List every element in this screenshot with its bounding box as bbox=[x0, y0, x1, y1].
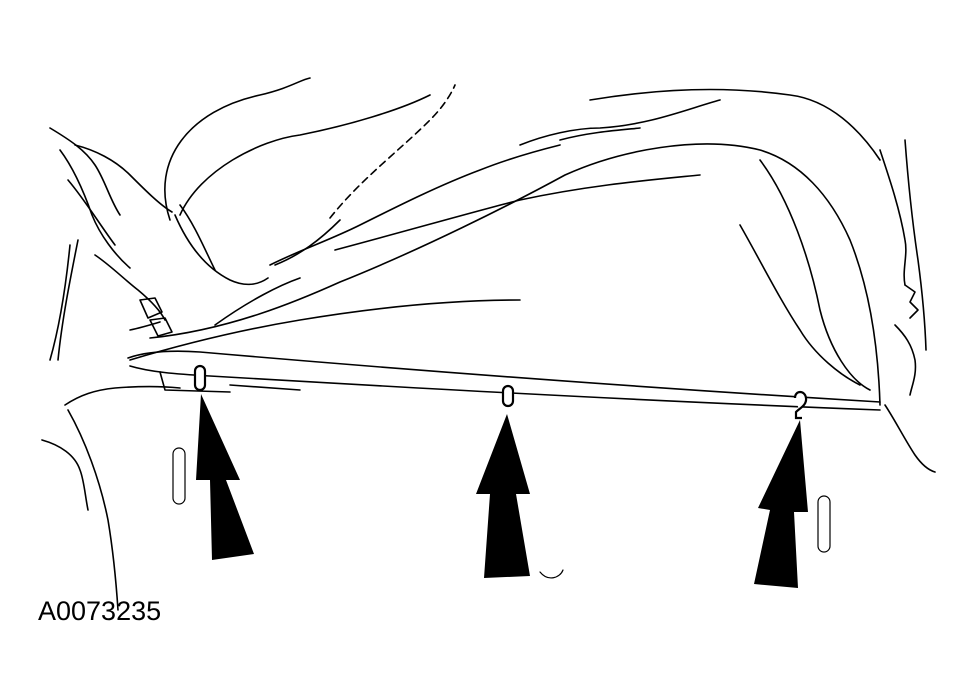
left-hinge bbox=[49, 127, 173, 337]
arrow-up-icon bbox=[754, 420, 808, 588]
figure-reference-code: A0073235 bbox=[38, 596, 162, 626]
clip-center bbox=[501, 384, 515, 408]
clip-right bbox=[793, 390, 808, 420]
arrow-up-icon bbox=[476, 414, 530, 578]
clip-left bbox=[193, 364, 207, 392]
trim-molding bbox=[127, 350, 881, 411]
seat-cushion bbox=[164, 77, 561, 286]
arrow-up-icon bbox=[196, 394, 254, 560]
slot-marks bbox=[172, 447, 831, 579]
cover-panel bbox=[129, 88, 881, 406]
left-pillar bbox=[41, 239, 181, 611]
right-pillar bbox=[879, 139, 936, 473]
